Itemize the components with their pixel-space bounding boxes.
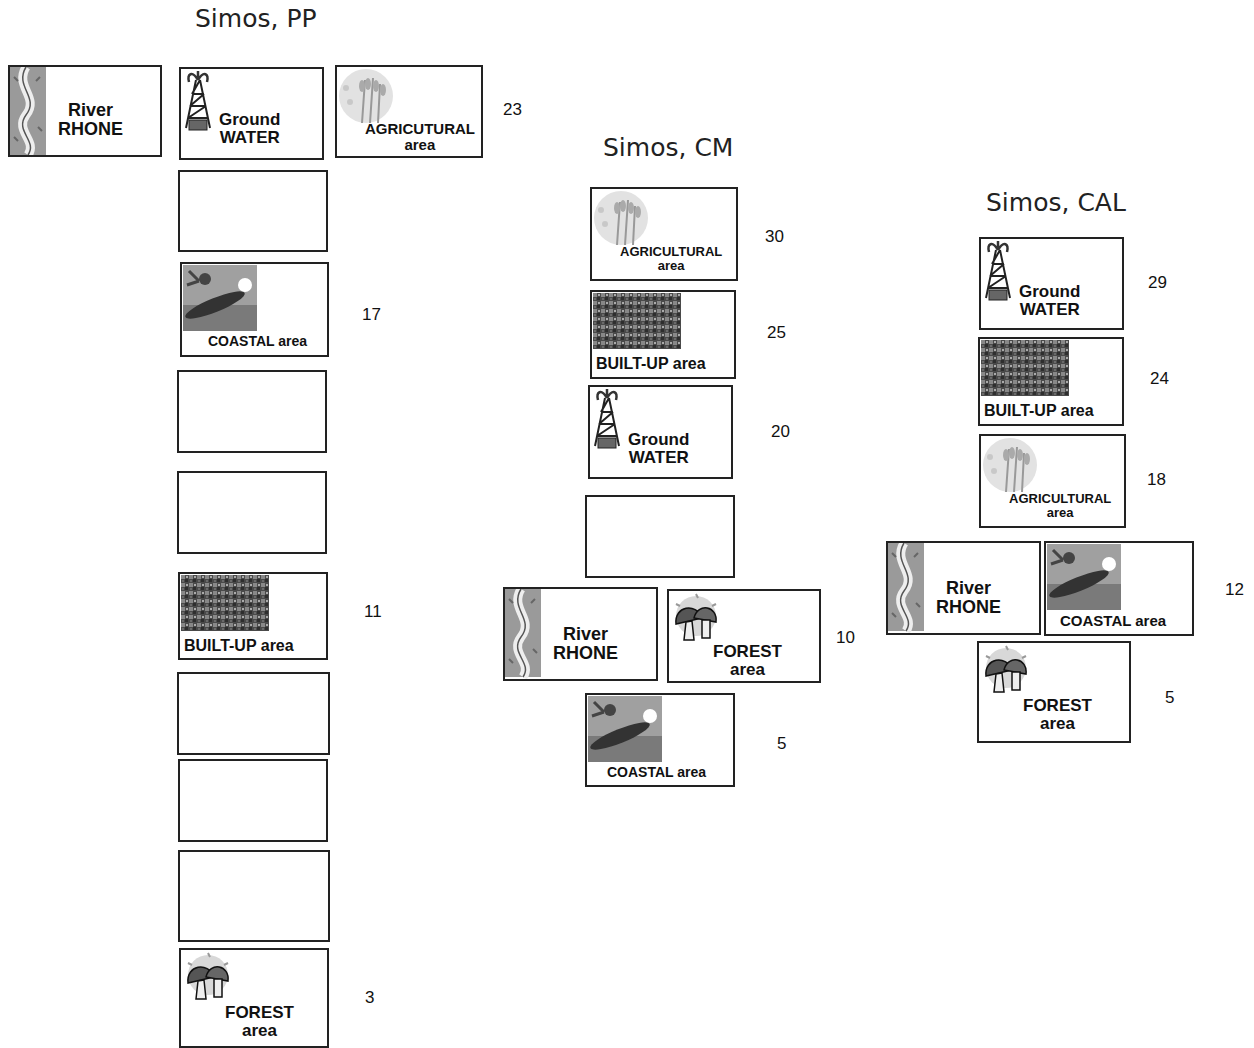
group-title: Simos, CAL [986,188,1126,217]
card-label: FOREST area [225,1004,294,1040]
category-card: AGRICULTURAL area [979,434,1126,528]
card-label: AGRICUTURAL area [365,121,475,153]
category-card: River RHONE [503,587,658,681]
category-card: FOREST area [977,641,1131,743]
category-card: FOREST area [179,948,329,1048]
card-label: River RHONE [553,625,618,663]
card-label: Ground WATER [219,111,280,147]
rank-number: 20 [771,422,790,442]
card-label: Ground WATER [1019,283,1080,319]
rank-number: 5 [777,734,786,754]
rank-number: 3 [365,988,374,1008]
category-card: COASTAL area [180,262,329,357]
category-card: AGRICUTURAL area [335,65,483,158]
card-label: BUILT-UP area [596,356,706,373]
rank-number: 17 [362,305,381,325]
card-icon [10,67,1121,999]
empty-card [178,171,734,941]
category-card: BUILT-UP area [590,290,736,379]
card-label: COASTAL area [208,334,307,349]
rank-number: 12 [1225,580,1244,600]
category-card: BUILT-UP area [178,572,328,660]
rank-number: 11 [364,602,382,622]
card-label: FOREST area [1023,697,1092,733]
card-label: River RHONE [58,101,123,139]
rank-number: 23 [503,100,522,120]
category-card: Ground WATER [588,385,733,479]
card-label: COASTAL area [607,765,706,780]
category-card: COASTAL area [585,693,735,787]
card-label: BUILT-UP area [984,403,1094,420]
card-label: BUILT-UP area [184,638,294,655]
category-card: Ground WATER [179,67,324,160]
card-label: AGRICULTURAL area [620,245,722,272]
category-card: Ground WATER [979,237,1124,330]
category-card: River RHONE [886,541,1041,635]
category-card: River RHONE [8,65,162,157]
card-label: COASTAL area [1060,613,1166,629]
rank-number: 18 [1147,470,1166,490]
group-title: Simos, CM [603,133,733,162]
card-label: River RHONE [936,579,1001,617]
rank-number: 5 [1165,688,1174,708]
card-label: FOREST area [713,643,782,679]
rank-number: 25 [767,323,786,343]
card-label: Ground WATER [628,431,689,467]
rank-number: 29 [1148,273,1167,293]
category-card: BUILT-UP area [978,337,1124,426]
rank-number: 10 [836,628,855,648]
rank-number: 24 [1150,369,1169,389]
card-label: AGRICULTURAL area [1009,492,1111,519]
category-card: FOREST area [667,589,821,683]
category-card: AGRICULTURAL area [590,187,738,281]
group-title: Simos, PP [195,4,317,33]
category-card: COASTAL area [1044,541,1194,636]
rank-number: 30 [765,227,784,247]
